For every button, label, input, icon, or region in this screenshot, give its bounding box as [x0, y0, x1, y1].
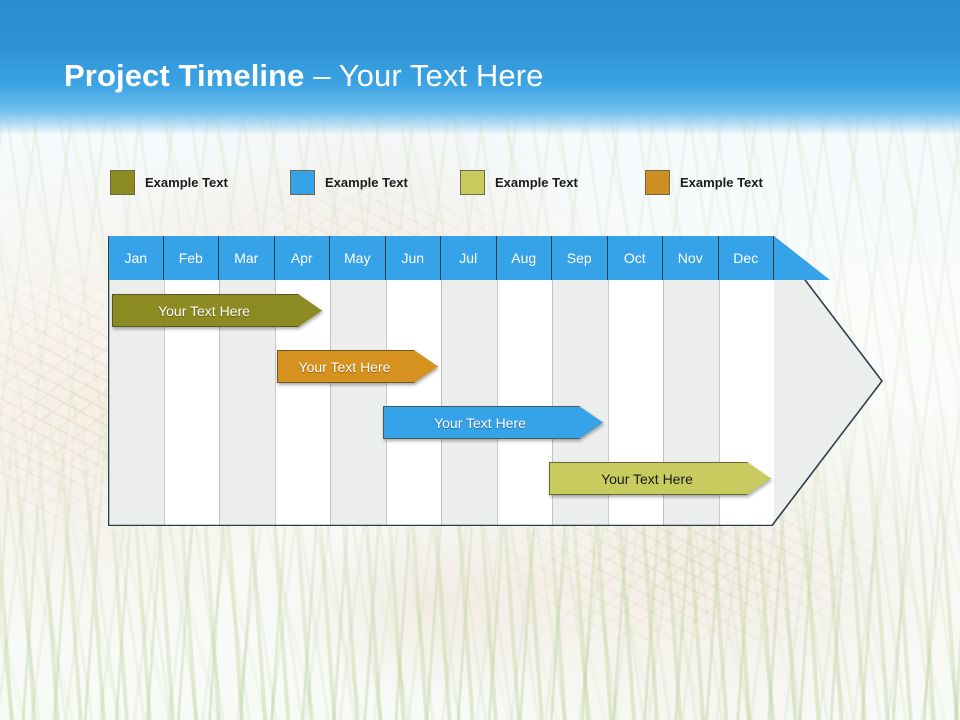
task-bar-1[interactable]: Your Text Here	[112, 294, 322, 327]
month-header-cell-jul[interactable]: Jul	[441, 236, 497, 280]
column-divider	[330, 280, 331, 526]
task-bar-3[interactable]: Your Text Here	[383, 406, 603, 439]
legend-swatch-icon	[290, 169, 315, 195]
task-bar-label: Your Text Here	[601, 470, 693, 487]
month-header-cell-mar[interactable]: Mar	[219, 236, 275, 280]
legend-item-label: Example Text	[145, 174, 228, 190]
legend-swatch-icon	[110, 169, 135, 195]
legend-item-3[interactable]: Example Text	[460, 167, 578, 197]
month-header-cell-nov[interactable]: Nov	[663, 236, 719, 280]
title-rest-part: Your Text Here	[338, 58, 544, 93]
task-bar-label: Your Text Here	[158, 302, 250, 319]
month-header-cell-aug[interactable]: Aug	[496, 236, 552, 280]
column-divider	[385, 280, 387, 526]
page-title: Project Timeline – Your Text Here	[64, 56, 543, 96]
month-header-cell-oct[interactable]: Oct	[607, 236, 663, 280]
column-divider	[441, 280, 442, 526]
month-header-cell-sep[interactable]: Sep	[552, 236, 608, 280]
month-header-arrow-tip	[774, 236, 830, 280]
legend: Example Text Example Text Example Text Exam…	[110, 167, 900, 197]
legend-item-label: Example Text	[325, 174, 408, 190]
task-bar-shape	[383, 406, 603, 439]
title-separator: –	[304, 58, 339, 93]
task-bar-label: Your Text Here	[298, 358, 391, 375]
month-header-cell-may[interactable]: May	[330, 236, 386, 280]
task-bar-2[interactable]: Your Text Here	[277, 350, 438, 383]
task-bar-shape	[549, 462, 771, 495]
legend-swatch-icon	[645, 169, 670, 195]
task-bar-shape	[277, 350, 438, 383]
task-bar-shape	[112, 294, 322, 327]
legend-swatch-icon	[460, 169, 485, 195]
legend-item-1[interactable]: Example Text	[110, 167, 228, 197]
month-header-cell-apr[interactable]: Apr	[274, 236, 330, 280]
month-header-cell-jun[interactable]: Jun	[385, 236, 441, 280]
legend-item-2[interactable]: Example Text	[290, 167, 408, 197]
title-band	[0, 0, 960, 135]
task-bar-4[interactable]: Your Text Here	[549, 462, 771, 495]
legend-item-4[interactable]: Example Text	[645, 167, 763, 197]
month-header-cell-feb[interactable]: Feb	[163, 236, 219, 280]
month-header-cell-jan[interactable]: Jan	[108, 236, 164, 280]
column-divider	[496, 280, 498, 526]
legend-item-label: Example Text	[495, 174, 578, 190]
task-bar-label: Your Text Here	[434, 414, 526, 431]
title-strong-part: Project Timeline	[64, 58, 305, 93]
legend-item-label: Example Text	[680, 174, 763, 190]
month-header-cell-dec[interactable]: Dec	[718, 236, 774, 280]
